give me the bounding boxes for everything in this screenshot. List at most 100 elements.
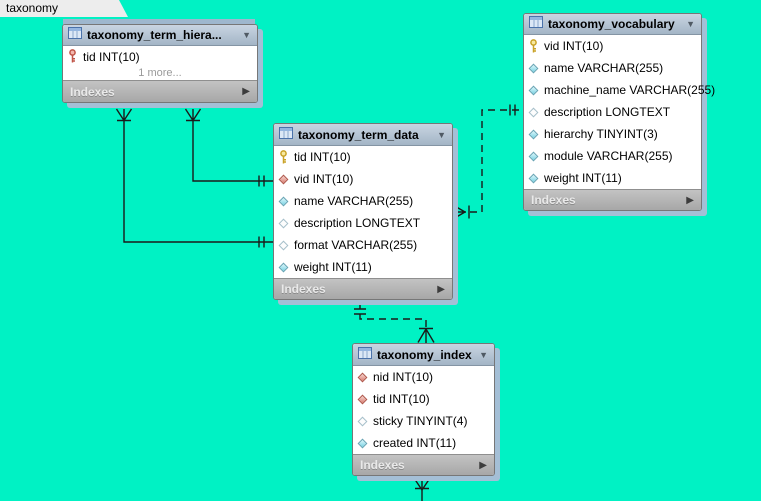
- not-null-column-icon: [278, 196, 289, 206]
- table-title: taxonomy_index: [377, 347, 472, 362]
- column-row[interactable]: weight INT(11): [274, 256, 452, 278]
- table-title: taxonomy_vocabulary: [548, 17, 675, 31]
- one-tick-icon: [258, 175, 265, 187]
- column-label: description LONGTEXT: [294, 216, 421, 230]
- expand-right-icon[interactable]: ▶: [686, 194, 694, 206]
- table-header[interactable]: taxonomy_term_hiera... ▼: [63, 25, 257, 46]
- diagram-tab-label: taxonomy: [6, 1, 59, 15]
- primary-key-icon: [278, 149, 289, 165]
- more-columns-label[interactable]: 1 more...: [138, 67, 182, 79]
- relationship-line-termdata-vocabulary[interactable]: [452, 104, 523, 220]
- column-label: tid INT(10): [83, 49, 140, 64]
- primary-foreign-key-icon: [67, 49, 78, 64]
- relationship-line-index-offscreen[interactable]: [413, 477, 431, 501]
- column-label: machine_name VARCHAR(255): [544, 83, 716, 97]
- crowfoot-many-icon: [115, 108, 133, 122]
- table-header[interactable]: taxonomy_term_data ▼: [274, 124, 452, 146]
- column-row[interactable]: format VARCHAR(255): [274, 234, 452, 256]
- not-null-column-icon: [528, 63, 539, 73]
- crowfoot-many-icon: [417, 327, 435, 343]
- expand-right-icon[interactable]: ▶: [437, 283, 445, 295]
- column-row[interactable]: tid INT(10): [353, 388, 494, 410]
- expand-right-icon[interactable]: ▶: [242, 86, 250, 97]
- column-row[interactable]: module VARCHAR(255): [524, 145, 701, 167]
- not-null-column-icon: [528, 85, 539, 95]
- not-null-column-icon: [278, 262, 289, 272]
- column-label: sticky TINYINT(4): [373, 414, 468, 428]
- indexes-label: Indexes: [70, 84, 115, 99]
- column-row[interactable]: description LONGTEXT: [524, 101, 701, 123]
- relationship-line-hierarchy-termdata-2[interactable]: [115, 108, 274, 248]
- crowfoot-many-icon: [452, 204, 470, 220]
- nullable-column-icon: [278, 218, 289, 228]
- column-row[interactable]: name VARCHAR(255): [524, 57, 701, 79]
- one-tick-icon: [258, 236, 265, 248]
- expand-right-icon[interactable]: ▶: [479, 459, 487, 471]
- column-row[interactable]: hierarchy TINYINT(3): [524, 123, 701, 145]
- relationship-line-hierarchy-termdata-1[interactable]: [184, 108, 274, 187]
- column-row[interactable]: description LONGTEXT: [274, 212, 452, 234]
- column-label: tid INT(10): [294, 150, 351, 164]
- chevron-down-icon[interactable]: ▼: [686, 19, 695, 29]
- chevron-down-icon[interactable]: ▼: [437, 129, 446, 140]
- table-taxonomy-term-hierarchy[interactable]: taxonomy_term_hiera... ▼ tid INT(10) 1 m…: [62, 24, 258, 103]
- indexes-bar[interactable]: Indexes ▶: [524, 189, 701, 210]
- column-row[interactable]: machine_name VARCHAR(255): [524, 79, 715, 101]
- table-header[interactable]: taxonomy_index ▼: [353, 344, 494, 366]
- chevron-down-icon[interactable]: ▼: [479, 349, 488, 360]
- not-null-column-icon: [528, 129, 539, 139]
- column-label: tid INT(10): [373, 392, 430, 406]
- table-taxonomy-vocabulary[interactable]: taxonomy_vocabulary ▼ vid INT(10) name V…: [523, 13, 715, 211]
- column-label: vid INT(10): [544, 39, 604, 53]
- primary-key-icon: [528, 38, 539, 54]
- column-label: hierarchy TINYINT(3): [544, 127, 658, 141]
- table-icon: [358, 346, 372, 364]
- column-row[interactable]: sticky TINYINT(4): [353, 410, 494, 432]
- column-row[interactable]: vid INT(10): [274, 168, 452, 190]
- crowfoot-many-icon: [413, 477, 431, 491]
- one-tick-icon: [354, 308, 366, 315]
- chevron-down-icon[interactable]: ▼: [242, 30, 251, 40]
- column-row[interactable]: weight INT(11): [524, 167, 701, 189]
- tab-shadow: [63, 19, 255, 25]
- column-row[interactable]: vid INT(10): [524, 35, 701, 57]
- column-row[interactable]: nid INT(10): [353, 366, 494, 388]
- table-title: taxonomy_term_hiera...: [87, 28, 222, 42]
- indexes-bar[interactable]: Indexes ▶: [274, 278, 452, 299]
- nullable-column-icon: [278, 240, 289, 250]
- column-row[interactable]: tid INT(10): [274, 146, 452, 168]
- not-null-column-icon: [528, 173, 539, 183]
- column-label: name VARCHAR(255): [544, 61, 664, 75]
- column-label: vid INT(10): [294, 172, 354, 186]
- column-label: module VARCHAR(255): [544, 149, 673, 163]
- foreign-key-icon: [357, 394, 368, 404]
- relationship-line-termdata-index[interactable]: [354, 302, 435, 343]
- column-label: nid INT(10): [373, 370, 434, 384]
- column-label: format VARCHAR(255): [294, 238, 418, 252]
- column-label: weight INT(11): [294, 260, 372, 274]
- indexes-bar[interactable]: Indexes ▶: [353, 454, 494, 475]
- column-row[interactable]: tid INT(10): [63, 46, 257, 67]
- indexes-bar[interactable]: Indexes ▶: [63, 80, 257, 102]
- column-label: created INT(11): [373, 436, 457, 450]
- column-label: name VARCHAR(255): [294, 194, 414, 208]
- nullable-column-icon: [528, 107, 539, 117]
- not-null-column-icon: [357, 438, 368, 448]
- indexes-label: Indexes: [531, 193, 576, 207]
- table-icon: [68, 26, 82, 44]
- diagram-tab[interactable]: taxonomy: [0, 0, 128, 17]
- not-null-column-icon: [528, 151, 539, 161]
- table-taxonomy-term-data[interactable]: taxonomy_term_data ▼ tid INT(10) vid INT…: [273, 123, 453, 300]
- table-title: taxonomy_term_data: [298, 127, 419, 142]
- column-row[interactable]: created INT(11): [353, 432, 494, 454]
- nullable-column-icon: [357, 416, 368, 426]
- table-header[interactable]: taxonomy_vocabulary ▼: [524, 14, 701, 35]
- foreign-key-icon: [357, 372, 368, 382]
- table-taxonomy-index[interactable]: taxonomy_index ▼ nid INT(10) tid INT(10)…: [352, 343, 495, 476]
- table-icon: [529, 15, 543, 33]
- column-label: description LONGTEXT: [544, 105, 671, 119]
- one-tick-icon: [509, 104, 516, 116]
- column-row[interactable]: name VARCHAR(255): [274, 190, 452, 212]
- indexes-label: Indexes: [360, 458, 405, 472]
